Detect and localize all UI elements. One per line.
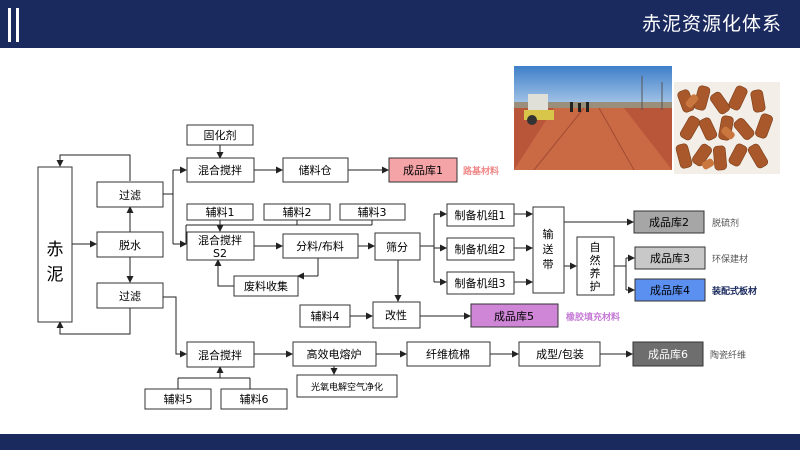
red-mud-node: 赤 泥: [37, 166, 73, 323]
node-label: S2: [213, 247, 227, 260]
conveyor-node: 输 送 带: [532, 206, 565, 294]
node-label: 成品库5: [494, 310, 534, 323]
node-label: 辅料1: [206, 205, 235, 219]
natural-curing-node: 自 然 养 护: [576, 236, 615, 296]
node-label: 成品库1: [403, 164, 443, 177]
aux4-node: 辅料4: [299, 304, 351, 328]
aux3-node: 辅料3: [339, 203, 406, 221]
node-label: 过滤: [119, 290, 141, 303]
node-label: 脱水: [119, 238, 141, 252]
node-label: 改性: [385, 308, 407, 322]
air-purify-node: 光氧电解空气净化: [296, 374, 398, 398]
node-label: 混合搅拌: [198, 233, 242, 247]
node-label: 分料/布料: [296, 239, 344, 253]
pellet-material-photo: [674, 82, 780, 174]
node-label: 输: [543, 227, 554, 241]
node-label: 光氧电解空气净化: [311, 381, 383, 393]
desulfurizer-label: 脱硫剂: [712, 217, 739, 229]
warehouse5-node: 成品库5: [470, 303, 559, 328]
rubber-filler-label: 橡胶填充材料: [566, 311, 620, 323]
eco-building-label: 环保建材: [712, 253, 748, 265]
node-label: 制备机组1: [455, 208, 506, 222]
distribute-node: 分料/布料: [282, 233, 359, 259]
dewater-node: 脱水: [96, 231, 164, 258]
node-label: 成型/包装: [536, 347, 584, 361]
node-label: 制备机组3: [455, 276, 506, 290]
node-label: 储料仓: [299, 163, 332, 177]
header-stripe: [16, 8, 19, 42]
node-label: 高效电熔炉: [307, 347, 362, 361]
warehouse4-node: 成品库4: [634, 278, 706, 302]
mix1-node: 混合搅拌: [186, 157, 255, 183]
aux2-node: 辅料2: [263, 203, 331, 221]
curing-agent-node: 固化剂: [186, 124, 254, 146]
node-label: 成品库3: [650, 252, 690, 265]
node-label: 然: [590, 253, 601, 267]
node-label: 固化剂: [204, 128, 237, 142]
node-label: 混合搅拌: [198, 348, 242, 362]
node-label: 辅料2: [283, 205, 312, 219]
modify-node: 改性: [372, 301, 421, 329]
roadbed-label: 路基材料: [463, 165, 499, 177]
header-bar: 赤泥资源化体系: [0, 0, 800, 48]
node-label: 辅料3: [358, 205, 387, 219]
node-label: 成品库4: [650, 284, 690, 297]
footer-bar: [0, 434, 800, 450]
node-label: 制备机组2: [455, 242, 506, 256]
connector-lines: [56, 145, 635, 390]
storage-bin-node: 储料仓: [282, 157, 349, 183]
node-label: 带: [543, 258, 554, 271]
node-label: 泥: [47, 265, 64, 285]
prep-unit2-node: 制备机组2: [446, 237, 515, 261]
ceramic-fiber-label: 陶瓷纤维: [710, 349, 746, 361]
prep-unit3-node: 制备机组3: [446, 271, 515, 295]
node-label: 送: [543, 242, 554, 256]
filter-top-node: 过滤: [96, 181, 164, 208]
node-label: 养: [590, 266, 601, 280]
road-construction-photo: [514, 66, 672, 170]
furnace-node: 高效电熔炉: [292, 341, 377, 367]
prefab-board-label: 装配式板材: [711, 285, 757, 297]
screen-node: 筛分: [374, 232, 421, 261]
header-stripe: [8, 8, 11, 42]
warehouse2-node: 成品库2: [633, 210, 705, 234]
aux5-node: 辅料5: [144, 388, 212, 410]
node-label: 过滤: [119, 189, 141, 202]
prep-unit1-node: 制备机组1: [446, 203, 515, 227]
node-label: 辅料5: [164, 392, 193, 406]
node-label: 成品库6: [648, 348, 688, 361]
page-title: 赤泥资源化体系: [641, 13, 782, 35]
shape-pack-node: 成型/包装: [518, 341, 601, 367]
warehouse3-node: 成品库3: [634, 246, 706, 270]
node-label: 赤: [47, 240, 64, 260]
mix2-node: 混合搅拌 S2: [186, 231, 255, 261]
aux1-node: 辅料1: [186, 203, 254, 221]
mix3-node: 混合搅拌: [186, 341, 255, 368]
node-label: 辅料6: [240, 392, 269, 406]
warehouse6-node: 成品库6: [632, 341, 704, 367]
node-label: 废料收集: [244, 279, 288, 293]
aux6-node: 辅料6: [220, 388, 288, 410]
node-label: 纤维梳棉: [426, 347, 470, 361]
node-label: 自: [590, 241, 601, 254]
node-label: 护: [590, 279, 601, 293]
filter-bottom-node: 过滤: [96, 282, 164, 309]
node-label: 混合搅拌: [198, 163, 242, 177]
node-label: 辅料4: [311, 309, 340, 323]
node-label: 筛分: [386, 240, 408, 254]
waste-collect-node: 废料收集: [233, 275, 299, 297]
warehouse1-node: 成品库1: [388, 157, 458, 183]
fiber-carding-node: 纤维梳棉: [406, 341, 491, 367]
node-label: 成品库2: [649, 216, 689, 229]
